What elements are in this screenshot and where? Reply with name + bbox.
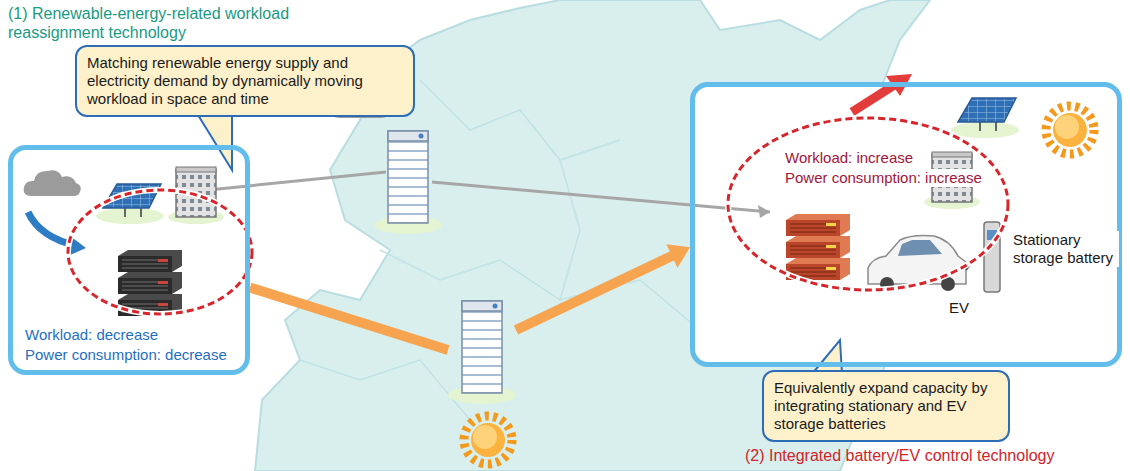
group-ellipse bbox=[68, 190, 252, 314]
arrowhead bbox=[666, 244, 690, 267]
caption-label: (1) Renewable-energy-related workload re… bbox=[8, 4, 348, 42]
storage-rack bbox=[786, 236, 850, 258]
workload-arrow bbox=[250, 254, 676, 350]
solar-panel bbox=[951, 98, 1019, 138]
node-text: EV bbox=[947, 299, 971, 317]
server-rack bbox=[118, 250, 182, 272]
workload-line bbox=[432, 182, 770, 212]
node-text: Power consumption: increase bbox=[783, 169, 984, 187]
workload-line bbox=[208, 172, 386, 190]
region-box: Workload: decreasePower consumption: dec… bbox=[8, 145, 250, 375]
node-text: Equivalently expand capacity by integrat… bbox=[774, 379, 998, 433]
node-text: Power consumption: decrease bbox=[23, 346, 229, 364]
arrowhead bbox=[758, 205, 770, 218]
node-text: Workload: decrease bbox=[23, 326, 160, 344]
increase-arrow bbox=[852, 84, 896, 112]
group-ellipse bbox=[728, 118, 1008, 290]
server-tower bbox=[448, 301, 516, 404]
server-tower bbox=[374, 131, 442, 234]
callout-box: Matching renewable energy supply and ele… bbox=[75, 45, 415, 117]
group-ellipse bbox=[68, 190, 252, 314]
callout-box: Equivalently expand capacity by integrat… bbox=[762, 370, 1010, 442]
server-rack bbox=[118, 272, 182, 294]
group-ellipse bbox=[728, 118, 1008, 290]
region-box: Workload: increasePower consumption: inc… bbox=[690, 82, 1122, 367]
region-ground bbox=[10, 147, 248, 373]
callout-tail bbox=[812, 340, 842, 374]
sun bbox=[464, 416, 512, 464]
sun bbox=[1046, 106, 1094, 154]
node-text: Matching renewable energy supply and ele… bbox=[87, 54, 403, 108]
storage-rack bbox=[786, 214, 850, 236]
node-text: Workload: increase bbox=[783, 149, 915, 167]
callout-tail bbox=[198, 115, 232, 170]
cloud bbox=[24, 170, 81, 196]
caption-label: (2) Integrated battery/EV control techno… bbox=[745, 446, 1055, 465]
node-text: Stationary storage battery bbox=[1011, 231, 1119, 267]
region-ground bbox=[692, 84, 1120, 365]
